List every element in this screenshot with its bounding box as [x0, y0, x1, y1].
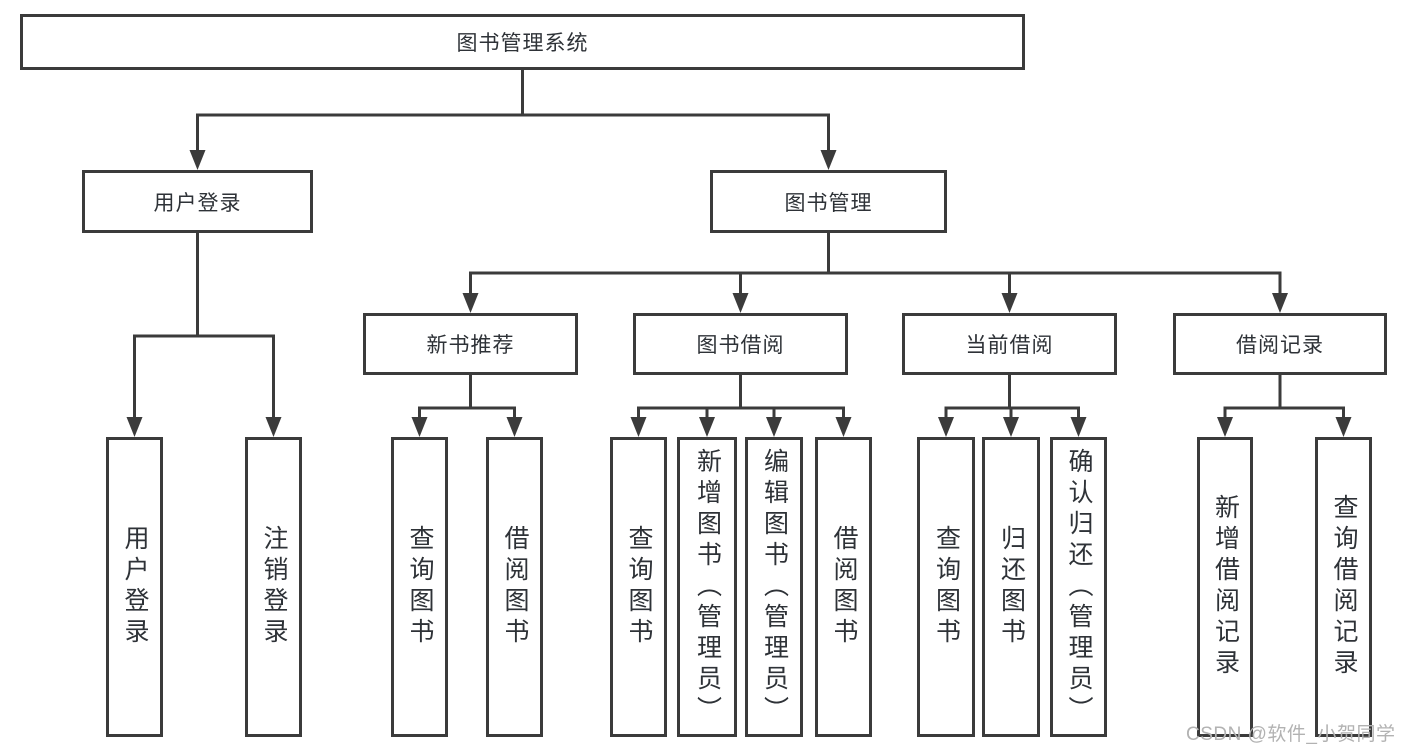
- node-return-books: 归还图书: [982, 437, 1040, 737]
- node-label: 查询借阅记录: [1330, 494, 1358, 680]
- node-label: 图书管理: [784, 191, 873, 215]
- node-label: 用户登录: [121, 525, 149, 649]
- node-book-management: 图书管理: [710, 170, 947, 233]
- node-query-books-borrowing: 查询图书: [610, 437, 667, 737]
- node-label: 借阅图书: [501, 525, 529, 649]
- node-label: 借阅图书: [830, 525, 858, 649]
- node-user-login: 用户登录: [82, 170, 313, 233]
- node-label: 新增图书（管理员）: [693, 447, 722, 727]
- node-new-book-recommend: 新书推荐: [363, 313, 578, 375]
- node-logout-action: 注销登录: [245, 437, 302, 737]
- node-label: 注销登录: [260, 525, 288, 649]
- node-book-borrowing: 图书借阅: [633, 313, 848, 375]
- node-label: 归还图书: [997, 525, 1026, 649]
- node-add-book-admin: 新增图书（管理员）: [677, 437, 737, 737]
- node-label: 借阅记录: [1236, 334, 1324, 357]
- node-user-login-action: 用户登录: [106, 437, 163, 737]
- node-confirm-return-admin: 确认归还（管理员）: [1050, 437, 1107, 737]
- node-borrow-books-borrowing: 借阅图书: [815, 437, 872, 737]
- node-label: 新增借阅记录: [1211, 494, 1240, 680]
- node-library-management-system: 图书管理系统: [20, 14, 1025, 70]
- node-label: 确认归还（管理员）: [1065, 447, 1093, 727]
- node-label: 查询图书: [406, 525, 434, 649]
- node-label: 图书管理系统: [456, 32, 589, 55]
- node-label: 当前借阅: [965, 334, 1054, 357]
- node-label: 查询图书: [932, 525, 961, 649]
- node-add-borrow-record: 新增借阅记录: [1197, 437, 1253, 737]
- node-label: 查询图书: [625, 525, 653, 649]
- watermark: CSDN @软件_小贺同学: [1186, 724, 1396, 745]
- node-label: 用户登录: [153, 191, 242, 215]
- node-query-books-recommend: 查询图书: [391, 437, 448, 737]
- node-label: 编辑图书（管理员）: [760, 447, 789, 727]
- node-borrow-books-recommend: 借阅图书: [486, 437, 543, 737]
- node-label: 新书推荐: [426, 334, 515, 357]
- node-label: 图书借阅: [696, 334, 785, 357]
- node-query-borrow-record: 查询借阅记录: [1315, 437, 1372, 737]
- node-borrowing-records: 借阅记录: [1173, 313, 1387, 375]
- node-current-borrowing: 当前借阅: [902, 313, 1117, 375]
- node-query-books-current: 查询图书: [917, 437, 975, 737]
- node-edit-book-admin: 编辑图书（管理员）: [745, 437, 803, 737]
